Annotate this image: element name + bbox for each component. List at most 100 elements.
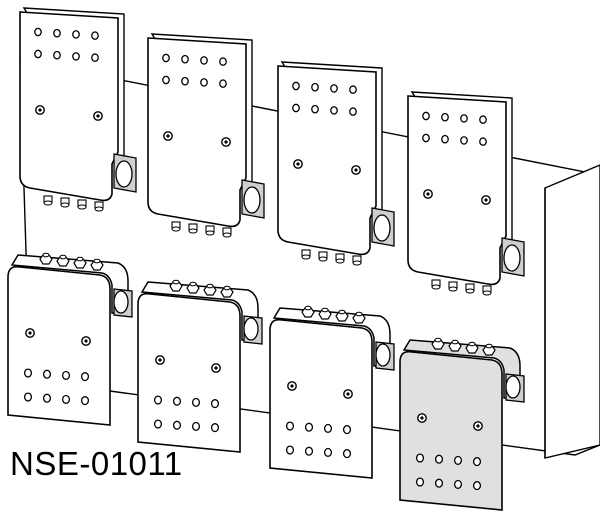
- bolt-hole: [61, 370, 71, 380]
- bolt-hole: [153, 419, 163, 429]
- bolt-hole: [191, 421, 201, 431]
- bolt-hole: [172, 396, 182, 406]
- bolt-hole: [453, 479, 463, 489]
- bolt-hole: [422, 111, 430, 121]
- channel-bore: [375, 343, 391, 367]
- plate-face: [137, 292, 241, 453]
- bolt-hole: [479, 137, 487, 146]
- bolt-hole: [311, 82, 319, 92]
- hanging-nut-base: [222, 232, 232, 238]
- bolt-hole: [304, 446, 314, 456]
- lower-row-plate-3: [269, 305, 395, 479]
- bolt-hole: [472, 457, 482, 467]
- bolt-tip: [172, 279, 180, 285]
- hanging-nut-base: [43, 200, 53, 206]
- bolt-tip: [485, 343, 493, 349]
- hanging-nut-base: [60, 202, 70, 208]
- bolt-hole: [162, 53, 170, 63]
- mounting-bolt-center: [346, 392, 350, 396]
- bolt-hole: [210, 423, 220, 433]
- bolt-hole: [292, 103, 300, 113]
- bolt-tip: [304, 305, 312, 311]
- upper-row-plate-3: [277, 61, 395, 266]
- bolt-tip: [76, 256, 84, 262]
- bolt-hole: [80, 396, 90, 406]
- bolt-tip: [223, 285, 231, 291]
- upper-row-plate-2: [147, 33, 265, 238]
- hanging-nut-base: [352, 260, 362, 266]
- bolt-tip: [434, 337, 442, 343]
- bolt-hole: [342, 425, 352, 435]
- mounting-bolt-center: [296, 162, 300, 166]
- bolt-tip: [338, 309, 346, 315]
- bolt-hole: [330, 106, 338, 115]
- bolt-hole: [460, 114, 468, 123]
- bolt-hole: [80, 372, 90, 382]
- bolt-hole: [200, 56, 208, 65]
- plate-face: [399, 350, 503, 511]
- bolt-hole: [292, 81, 300, 91]
- bolt-hole: [441, 134, 449, 144]
- bolt-hole: [219, 57, 227, 66]
- bolt-hole: [72, 30, 80, 39]
- channel-bore: [503, 244, 521, 272]
- mounting-bolt-center: [484, 198, 488, 202]
- bolt-hole: [23, 368, 33, 378]
- bolt-hole: [304, 422, 314, 432]
- mounting-bolt-center: [28, 331, 32, 335]
- bolt-hole: [434, 454, 444, 464]
- hanging-nut-base: [448, 286, 458, 292]
- bolt-tip: [42, 252, 50, 258]
- bolt-hole: [415, 477, 425, 487]
- bolt-hole: [460, 136, 468, 145]
- hanging-nut-base: [205, 230, 215, 236]
- lower-row-plate-2: [137, 279, 263, 453]
- mounting-bolt-center: [476, 424, 480, 428]
- bolt-hole: [153, 395, 163, 405]
- bolt-hole: [61, 394, 71, 404]
- plate-face: [407, 95, 507, 286]
- bolt-tip: [468, 341, 476, 347]
- mounting-bolt-center: [96, 114, 100, 118]
- hanging-nut-base: [318, 256, 328, 262]
- mounting-bolt-center: [426, 192, 430, 196]
- bolt-tip: [206, 283, 214, 289]
- channel-bore: [505, 375, 521, 399]
- mounting-bolt-center: [166, 134, 170, 138]
- bolt-hole: [219, 79, 227, 88]
- hanging-nut-base: [431, 284, 441, 290]
- bolt-tip: [59, 254, 67, 260]
- bolt-hole: [162, 75, 170, 85]
- channel-bore: [243, 317, 259, 341]
- bolt-hole: [472, 481, 482, 491]
- lower-row-plate-4: [399, 337, 525, 511]
- bolt-hole: [191, 397, 201, 407]
- bolt-hole: [23, 392, 33, 402]
- mounting-bolt-center: [290, 384, 294, 388]
- hanging-nut-base: [465, 288, 475, 294]
- channel-bore: [373, 214, 391, 242]
- mounting-bolt-center: [38, 108, 42, 112]
- bolt-tip: [321, 307, 329, 313]
- hanging-nut-base: [482, 290, 492, 296]
- channel-bore: [113, 290, 129, 314]
- plate-face: [147, 37, 247, 228]
- bolt-tip: [355, 311, 363, 317]
- bolt-hole: [323, 447, 333, 457]
- bolt-tip: [189, 281, 197, 287]
- mounting-bolt-center: [354, 168, 358, 172]
- hanging-nut-base: [188, 228, 198, 234]
- upper-row-plate-1: [19, 7, 137, 212]
- bolt-hole: [172, 420, 182, 430]
- lower-row-plate-1: [7, 252, 133, 426]
- plate-face: [7, 265, 111, 426]
- bolt-hole: [330, 84, 338, 93]
- plate-face: [269, 318, 373, 479]
- mounting-bolt-center: [224, 140, 228, 144]
- bolt-hole: [323, 423, 333, 433]
- hanging-nut-base: [335, 258, 345, 264]
- plate-face: [277, 65, 377, 256]
- bolt-hole: [181, 54, 189, 64]
